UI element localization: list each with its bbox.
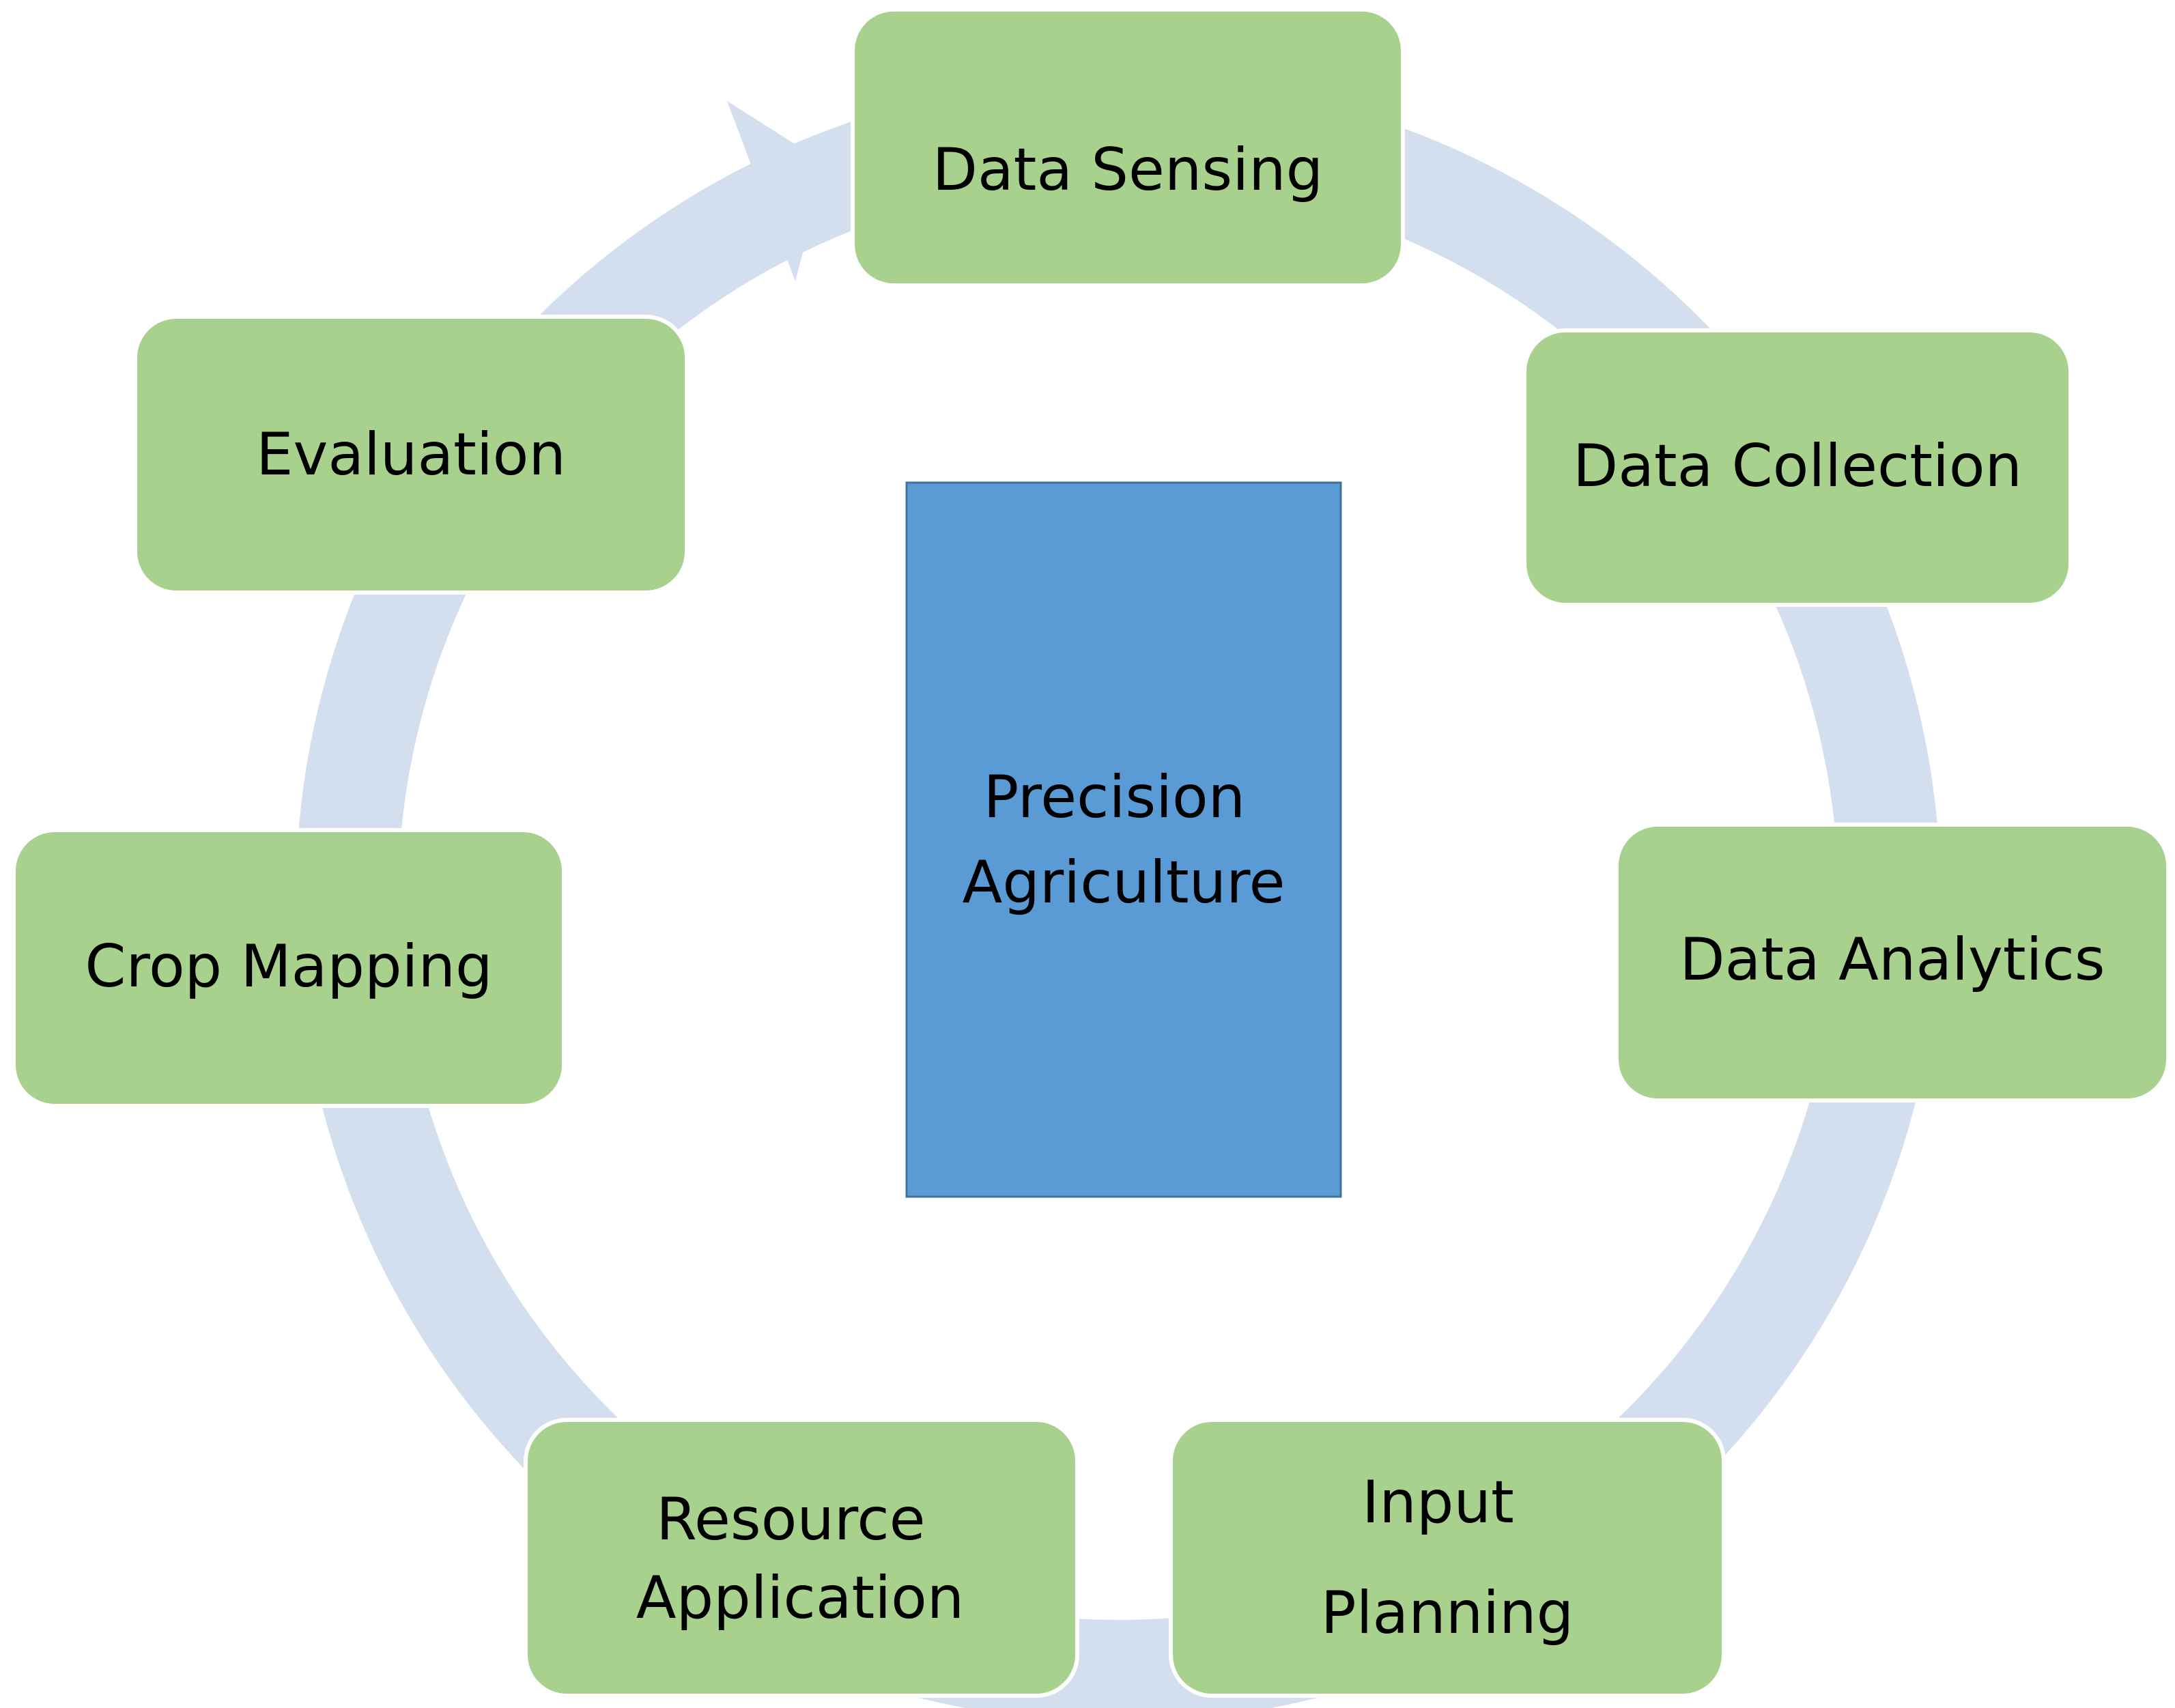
stage-data-collection: Data Collection — [1522, 328, 2073, 607]
stage-resource-application: Resource Application — [524, 1418, 1079, 1698]
cycle-arrowhead — [727, 101, 826, 281]
center-box — [905, 481, 1342, 1198]
svg-text:Data Collection: Data Collection — [1573, 432, 2022, 500]
svg-text:Data Sensing: Data Sensing — [933, 136, 1323, 204]
svg-text:Input Planning: Input Planning — [1321, 1468, 1574, 1647]
stage-crop-mapping-label: Crop Mapping — [85, 933, 492, 1001]
stage-evaluation-label: Evaluation — [256, 421, 566, 489]
center-label: Precision Agriculture — [963, 763, 1285, 917]
stage-data-sensing: Data Sensing — [851, 8, 1405, 287]
stage-crop-mapping: Crop Mapping — [12, 828, 566, 1108]
center-label-line-1: Precision — [983, 763, 1245, 831]
svg-text:Resource Application: Resource Application — [636, 1485, 965, 1632]
svg-text:Data Analytics: Data Analytics — [1679, 926, 2105, 994]
stage-data-sensing-label: Data Sensing — [933, 136, 1323, 204]
stage-data-analytics: Data Analytics — [1615, 823, 2170, 1102]
stage-evaluation: Evaluation — [133, 315, 689, 595]
center-label-line-2: Agriculture — [963, 849, 1285, 917]
stage-resource-application-line-1: Resource — [656, 1485, 925, 1554]
svg-text:Crop Mapping: Crop Mapping — [85, 933, 492, 1001]
stage-data-analytics-label: Data Analytics — [1679, 926, 2105, 994]
stage-input-planning-line-2: Planning — [1321, 1579, 1574, 1647]
svg-text:Evaluation: Evaluation — [256, 421, 566, 489]
stage-resource-application-line-2: Application — [636, 1564, 965, 1632]
stage-data-collection-label: Data Collection — [1573, 432, 2022, 500]
stage-input-planning: Input Planning — [1169, 1418, 1726, 1698]
stage-input-planning-line-1: Input — [1362, 1468, 1514, 1537]
